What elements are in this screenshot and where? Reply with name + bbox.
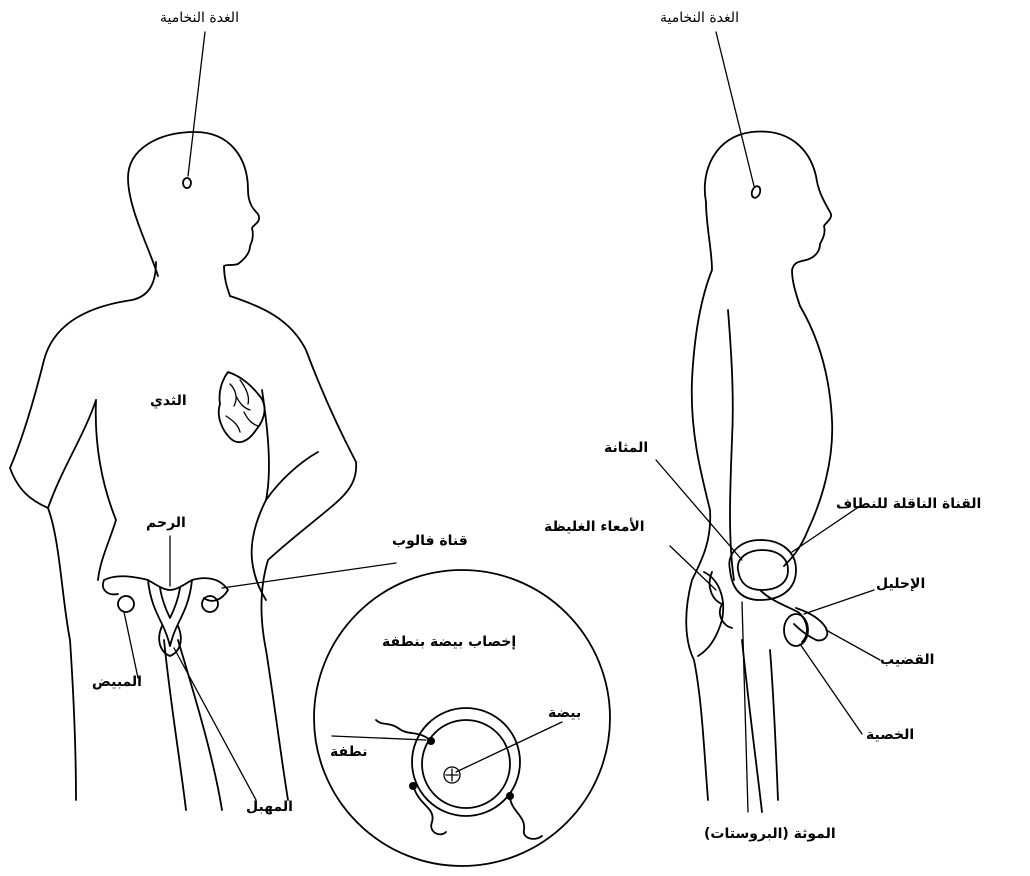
sperm-3 [510, 798, 542, 839]
female-uterus [148, 580, 192, 646]
egg-nucleus-detail [446, 769, 458, 781]
female-body-left [10, 262, 156, 800]
male-vas-deferens [760, 590, 807, 642]
label-large-intestine: الأمعاء الغليظة [544, 519, 645, 535]
egg-inner-ring [422, 720, 510, 808]
male-large-intestine [710, 572, 732, 628]
sperm-2 [414, 788, 446, 834]
label-testis: الخصية [866, 727, 914, 743]
female-uterus-inner [160, 588, 180, 618]
female-head-outline [128, 132, 259, 296]
label-urethra: الإحليل [876, 576, 925, 592]
label-vagina: المهبل [246, 799, 293, 815]
label-uterus: الرحم [146, 515, 186, 531]
label-fallopian-tube: قناة فالوب [392, 533, 468, 549]
female-figure [10, 32, 396, 810]
female-ovary-right [202, 596, 218, 612]
label-bladder: المثانة [604, 440, 648, 456]
female-fallopian-tube-right [192, 578, 228, 601]
label-fertilization-title: إخصاب بيضة بنطفة [382, 634, 516, 650]
sperm-head-3 [506, 792, 514, 800]
leader-urethra [804, 590, 874, 614]
label-female-pituitary: الغدة النخامية [160, 10, 239, 26]
leader-fallopian-tube [222, 563, 396, 588]
male-front [784, 306, 832, 566]
female-waist-left [96, 400, 116, 580]
leader-penis [826, 630, 880, 660]
male-figure [656, 32, 880, 812]
male-leg-front [770, 650, 778, 800]
female-body-right [230, 296, 356, 800]
female-fallopian-tube-left [103, 576, 148, 594]
leader-ovary [124, 612, 138, 678]
male-testis [784, 614, 808, 646]
label-ovary: المبيض [92, 674, 142, 690]
leader-bladder [656, 460, 742, 560]
leader-large-intestine [670, 546, 716, 590]
leader-male-pituitary [716, 32, 754, 186]
label-male-pituitary: الغدة النخامية [660, 10, 739, 26]
female-arm-inner-right [262, 390, 318, 500]
female-leg-inner-left [164, 640, 186, 810]
male-back [686, 202, 712, 800]
male-bladder-inner [738, 550, 788, 590]
sperm-head-2 [409, 782, 417, 790]
leader-vas-deferens [792, 506, 860, 552]
male-pituitary-gland [750, 185, 762, 199]
female-pituitary-gland [183, 178, 191, 188]
label-breast: الثدي [150, 393, 187, 409]
leader-prostate-1 [742, 602, 748, 812]
male-head-outline [705, 132, 831, 306]
male-bladder [729, 540, 796, 600]
male-arm [728, 310, 734, 580]
label-sperm: نطفة [330, 744, 367, 760]
label-penis: القضيب [880, 652, 934, 668]
leader-female-pituitary [188, 32, 205, 176]
sperm-head-1 [427, 737, 435, 745]
label-prostate: الموثة (البروستات) [704, 826, 836, 842]
female-ovary-left [118, 596, 134, 612]
female-waist-right [252, 500, 266, 600]
leader-testis [800, 644, 862, 734]
label-vas-deferens: القناة الناقلة للنطاف [836, 496, 981, 512]
egg-outer-ring [412, 708, 520, 816]
leader-sperm [332, 736, 426, 740]
female-arm-inner-left [48, 400, 96, 508]
label-egg: بيضة [548, 705, 581, 721]
